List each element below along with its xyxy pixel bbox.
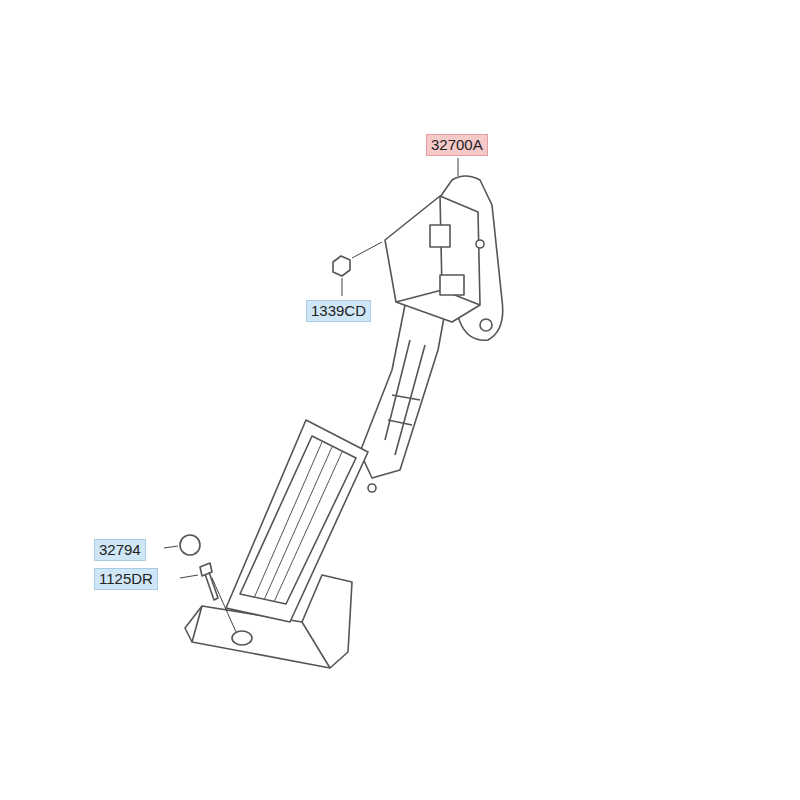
- callout-number: 1125DR: [94, 568, 158, 590]
- leader-line: [352, 242, 382, 258]
- sensor-clip: [440, 275, 464, 295]
- bolt-1125DR: [200, 563, 218, 600]
- pedal-arm: [360, 305, 445, 478]
- pad-ribs: [254, 442, 342, 602]
- sensor-housing: [385, 196, 480, 322]
- arm-ribs: [385, 340, 425, 455]
- housing-edges: [396, 196, 480, 305]
- callout-number: 32794: [94, 539, 146, 561]
- leader-line: [458, 158, 459, 176]
- sensor-connector: [430, 225, 450, 247]
- pedal-pad: [226, 420, 368, 622]
- leader-line: [342, 278, 343, 296]
- pad-inset: [240, 436, 356, 604]
- leader-line: [212, 578, 236, 632]
- housing-pin: [476, 240, 484, 248]
- leader-line: [180, 575, 198, 578]
- bracket-hole: [480, 319, 492, 331]
- plate-hole: [232, 631, 252, 645]
- callout-number: 1339CD: [306, 300, 371, 322]
- pad-pivot: [368, 484, 376, 492]
- cap-32794: [180, 535, 200, 555]
- nut-1339CD: [333, 256, 350, 276]
- callout-number: 32700A: [426, 134, 488, 156]
- leader-line: [164, 546, 178, 548]
